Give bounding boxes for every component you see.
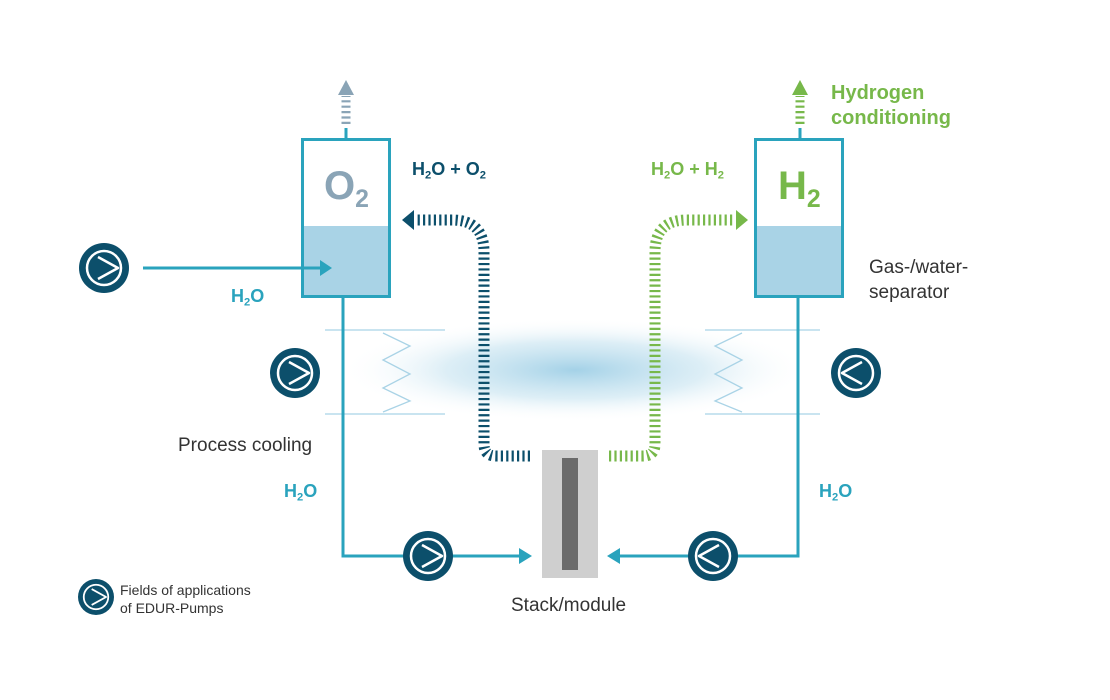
o2-symbol: O2: [324, 164, 369, 213]
cooling-glow: [340, 318, 810, 422]
feed-pump-icon: [77, 241, 131, 295]
h2-symbol: H2: [778, 164, 821, 213]
h2o-plus-h2-label: H2O + H2: [651, 159, 724, 182]
process-cooling-label: Process cooling: [178, 435, 313, 456]
h2-return-flow-arrow-icon: [609, 210, 748, 462]
left-circulation-pipe: [341, 297, 520, 558]
gas-water-separator-line1: Gas-/water-: [869, 257, 969, 278]
left-inlet-arrow-icon: [519, 548, 532, 564]
heat-exchanger-right-icon: [705, 329, 820, 415]
legend-pump-icon: [78, 579, 114, 615]
o2-separator-tank: [301, 138, 391, 298]
cooling-pump-right-icon: [829, 346, 883, 400]
stack-module: [542, 450, 598, 578]
stack-module-label: Stack/module: [511, 595, 627, 616]
cooling-pump-left-icon: [268, 346, 322, 400]
gas-water-separator-line2: separator: [869, 282, 950, 303]
circulation-pump-left-icon: [401, 529, 455, 583]
h2o-plus-o2-label: H2O + O2: [412, 159, 486, 182]
right-inlet-arrow-icon: [607, 548, 620, 564]
h2o-feed-label: H2O: [231, 286, 265, 309]
heat-exchanger-left-icon: [325, 329, 445, 415]
o2-return-flow-arrow-icon: [402, 210, 530, 462]
h2o-right-loop-label: H2O: [819, 481, 853, 504]
h2-outlet-arrow-icon: [792, 80, 808, 139]
hydrogen-conditioning-line1: Hydrogen: [831, 82, 925, 104]
legend-line2: of EDUR-Pumps: [120, 600, 224, 616]
hydrogen-conditioning-line2: conditioning: [831, 107, 951, 129]
h2o-left-loop-label: H2O: [284, 481, 318, 504]
h2-separator-tank: [754, 138, 844, 298]
legend-line1: Fields of applications: [120, 582, 251, 598]
right-circulation-pipe: [618, 297, 800, 558]
feed-line-arrow-icon: [143, 260, 332, 276]
o2-outlet-arrow-icon: [338, 80, 354, 139]
circulation-pump-right-icon: [686, 529, 740, 583]
